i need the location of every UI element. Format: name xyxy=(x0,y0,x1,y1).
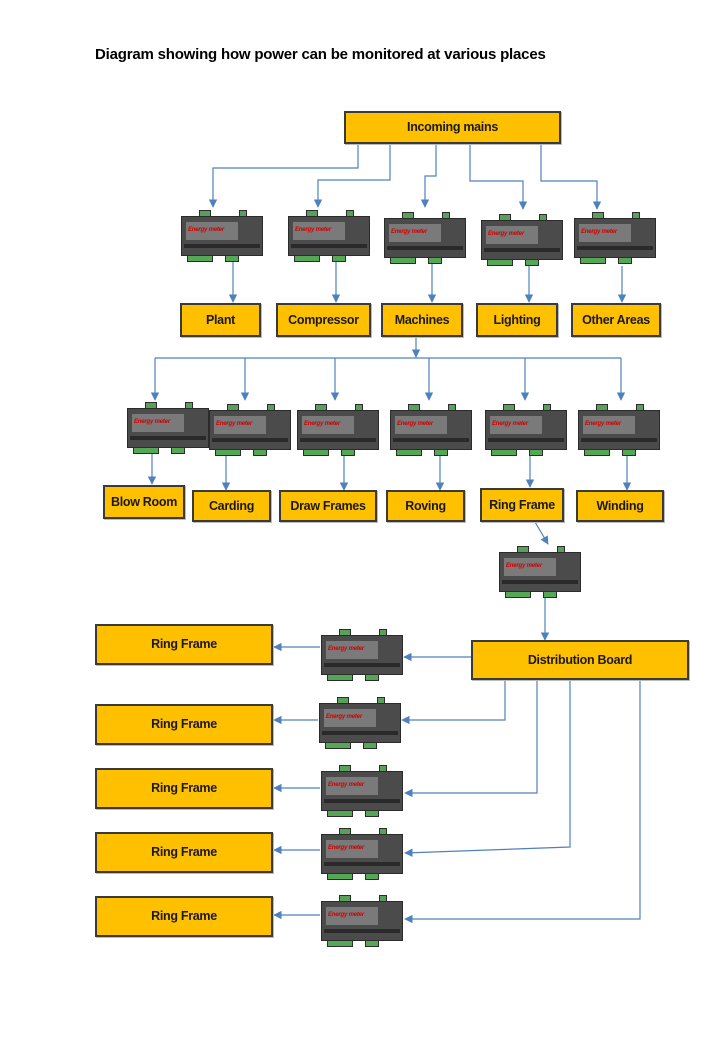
arrow-distribution-to-meter-4 xyxy=(404,680,571,857)
energy-meter-icon: Energy meter xyxy=(390,404,472,456)
arrow-mains-to-machines-meter xyxy=(420,144,437,208)
arrow-distribution-to-meter-2 xyxy=(401,680,506,725)
energy-meter-icon: Energy meter xyxy=(485,404,567,456)
roving-box: Roving xyxy=(386,490,465,522)
energy-meter-icon: Energy meter xyxy=(499,546,581,598)
machines-box: Machines xyxy=(381,303,463,337)
arrow-ringframe-to-meter xyxy=(534,521,549,545)
plant-box: Plant xyxy=(180,303,261,337)
arrow-mains-to-plant-meter xyxy=(208,144,359,208)
compressor-box: Compressor xyxy=(276,303,371,337)
energy-meter-icon: Energy meter xyxy=(481,214,563,266)
energy-meter-icon: Energy meter xyxy=(321,895,403,947)
arrow-mains-to-lighting-meter xyxy=(469,144,528,210)
arrow-mains-to-other-meter xyxy=(540,144,602,210)
energy-meter-icon: Energy meter xyxy=(384,212,466,264)
energy-meter-icon: Energy meter xyxy=(319,697,401,749)
energy-meter-icon: Energy meter xyxy=(181,210,263,262)
diagram-title: Diagram showing how power can be monitor… xyxy=(95,46,546,63)
ring-frame-box-3: Ring Frame xyxy=(95,768,273,809)
energy-meter-icon: Energy meter xyxy=(574,212,656,264)
incoming-mains-box: Incoming mains xyxy=(344,111,561,144)
carding-box: Carding xyxy=(192,490,271,522)
energy-meter-icon: Energy meter xyxy=(288,210,370,262)
energy-meter-icon: Energy meter xyxy=(321,828,403,880)
ring-frame-box-1: Ring Frame xyxy=(95,624,273,665)
ring-frame-section-box: Ring Frame xyxy=(480,488,564,522)
winding-box: Winding xyxy=(576,490,664,522)
energy-meter-icon: Energy meter xyxy=(209,404,291,456)
energy-meter-icon: Energy meter xyxy=(127,402,209,454)
energy-meter-icon: Energy meter xyxy=(321,629,403,681)
arrow-mains-to-compressor-meter xyxy=(313,144,391,208)
ring-frame-box-2: Ring Frame xyxy=(95,704,273,745)
distribution-board-box: Distribution Board xyxy=(471,640,689,680)
arrow-distribution-to-meter-3 xyxy=(404,680,538,798)
arrow-distribution-to-meter-5 xyxy=(404,680,641,924)
ring-frame-box-5: Ring Frame xyxy=(95,896,273,937)
blow-room-box: Blow Room xyxy=(103,485,185,519)
other-areas-box: Other Areas xyxy=(571,303,661,337)
draw-frames-box: Draw Frames xyxy=(279,490,377,522)
lighting-box: Lighting xyxy=(476,303,558,337)
ring-frame-box-4: Ring Frame xyxy=(95,832,273,873)
energy-meter-icon: Energy meter xyxy=(578,404,660,456)
energy-meter-icon: Energy meter xyxy=(297,404,379,456)
energy-meter-icon: Energy meter xyxy=(321,765,403,817)
